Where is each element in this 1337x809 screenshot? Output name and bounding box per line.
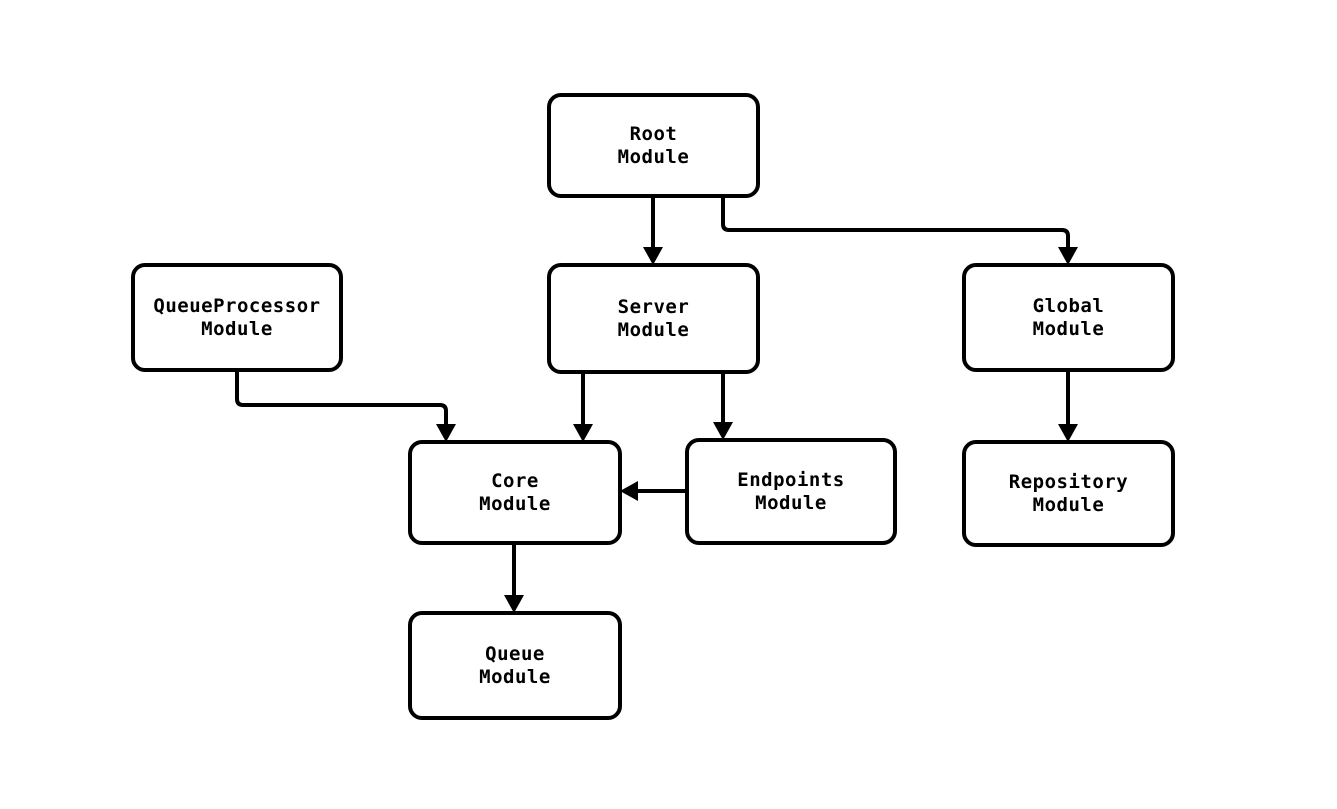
nodes-layer: RootModuleQueueProcessorModuleServerModu…: [131, 93, 1175, 720]
arrowhead-icon: [504, 595, 524, 613]
arrowhead-icon: [436, 424, 456, 442]
edge-line: [721, 196, 1070, 253]
edge-server-to-core: [573, 372, 593, 442]
node-label-line1: Global: [1033, 295, 1105, 317]
edge-core-to-queue: [504, 543, 524, 613]
node-box[interactable]: [547, 263, 760, 374]
edge-server-to-endpoints: [713, 372, 733, 440]
node-box[interactable]: [685, 438, 897, 545]
node-box[interactable]: [962, 440, 1175, 547]
edge-root-to-global: [721, 196, 1078, 265]
edge-root-to-server: [643, 196, 663, 265]
node-label-line1: Server: [618, 296, 690, 318]
edge-line: [235, 370, 448, 430]
edge-queueprocessor-to-core: [235, 370, 456, 442]
node-label-line2: Module: [618, 146, 690, 168]
arrowhead-icon: [1058, 424, 1078, 442]
node-label-line1: Core: [491, 470, 539, 492]
node-label-line2: Module: [755, 492, 827, 514]
node-label-line1: Queue: [485, 643, 545, 665]
arrowhead-icon: [1058, 247, 1078, 265]
edge-endpoints-to-core: [620, 481, 687, 501]
node-box[interactable]: [131, 263, 343, 372]
node-box[interactable]: [408, 440, 622, 545]
node-label-line2: Module: [479, 666, 551, 688]
node-label-line1: QueueProcessor: [153, 295, 320, 317]
arrowhead-icon: [713, 422, 733, 440]
node-label-line1: Endpoints: [737, 469, 844, 491]
node-box[interactable]: [962, 263, 1175, 372]
node-box[interactable]: [408, 611, 622, 720]
arrowhead-icon: [620, 481, 638, 501]
node-label-line2: Module: [1033, 318, 1105, 340]
node-label-line2: Module: [479, 493, 551, 515]
node-label-line2: Module: [618, 319, 690, 341]
arrowhead-icon: [643, 247, 663, 265]
node-label-line1: Root: [630, 123, 678, 145]
node-label-line2: Module: [1033, 494, 1105, 516]
edge-global-to-repository: [1058, 370, 1078, 442]
edges-layer: [235, 196, 1078, 613]
arrowhead-icon: [573, 424, 593, 442]
node-label-line2: Module: [201, 318, 273, 340]
node-box[interactable]: [547, 93, 760, 198]
node-label-line1: Repository: [1009, 471, 1128, 493]
